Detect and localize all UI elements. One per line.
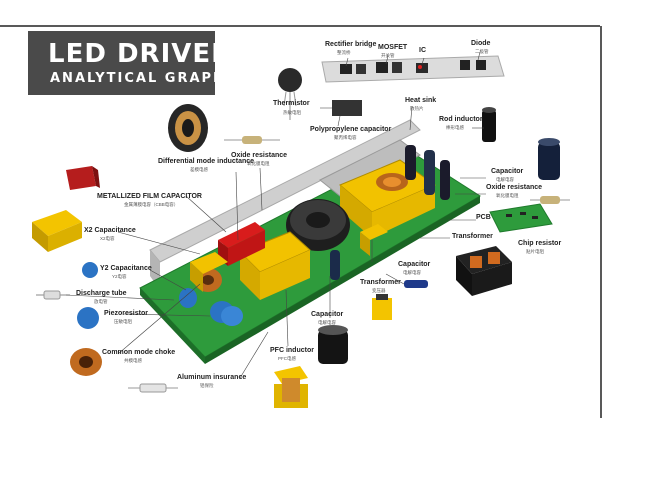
label-chip-resistor: Chip resistor: [518, 240, 562, 247]
oxide-resistor-top-component: [224, 136, 280, 144]
label-piezoresistor: Piezoresistor: [104, 310, 148, 317]
sub-capacitor-mid: 电解电容: [403, 270, 421, 275]
label-ic: IC: [419, 47, 426, 54]
label-transformer-right: Transformer: [452, 233, 493, 240]
heat-sink-strip: [149, 119, 421, 263]
label-rectifier-bridge: Rectifier bridge: [325, 41, 377, 48]
label-heat-sink: Heat sink: [405, 97, 437, 104]
thermistor-component: [278, 68, 302, 107]
label-pfc-inductor: PFC inductor: [270, 347, 314, 354]
sub-rod-inductor: 棒形电感: [446, 125, 464, 130]
pfc-inductor-on-board: [239, 231, 311, 300]
pfc-toroid: [286, 199, 350, 251]
sub-chip-resistor: 贴片电阻: [526, 249, 544, 254]
capacitor-right-component: [538, 138, 560, 180]
label-polypropylene-capacitor: Polypropylene capacitor: [310, 126, 392, 133]
sub-common-mode-choke: 共模电感: [124, 358, 142, 363]
label-capacitor-mid: Capacitor: [398, 261, 431, 268]
piezoresistor-component: [77, 307, 99, 329]
label-mosfet: MOSFET: [378, 44, 408, 51]
page-subtitle: ANALYTICAL GRAPH: [50, 71, 226, 86]
label-common-mode-choke: Common mode choke: [102, 349, 176, 356]
label-differential-mode-inductance: Differential mode inductance: [158, 158, 255, 165]
sub-mosfet: 开关管: [381, 53, 395, 58]
pcb-board-edge-right: [205, 196, 480, 364]
blue-caps-board: [179, 288, 243, 326]
sub-diode: 二极管: [475, 49, 489, 54]
sub-capacitor-right: 电解电容: [496, 177, 514, 182]
heat-sink-plate: [319, 139, 421, 197]
sub-piezoresistor: 压敏电阻: [114, 319, 132, 324]
x2-cap-on-board: [218, 222, 265, 266]
label-capacitor-right: Capacitor: [491, 168, 524, 175]
label-pcb: PCB: [476, 214, 491, 221]
label-metallized-film-capacitor: METALLIZED FILM CAPACITOR: [97, 193, 202, 200]
label-discharge-tube: Discharge tube: [76, 290, 127, 297]
differential-inductor-component: [168, 104, 208, 152]
capacitor-mid-component: [404, 280, 428, 288]
sub-rectifier-bridge: 整流桥: [337, 50, 351, 55]
leader-lines: [65, 51, 486, 379]
pcb-board-edge-left: [140, 288, 205, 364]
label-aluminum-insurance: Aluminum insurance: [177, 374, 247, 381]
common-mode-choke-component: [70, 348, 102, 376]
transformer-right-component: [456, 246, 512, 296]
sub-oxide-resistance-right: 氧化膜电阻: [496, 193, 519, 198]
label-oxide-resistance-top: Oxide resistance: [231, 152, 288, 159]
sub-polypropylene-capacitor: 聚丙烯电容: [334, 135, 357, 140]
sub-capacitor-bottom: 电解电容: [318, 320, 336, 325]
sub-transformer-mid: 变压器: [372, 288, 386, 293]
label-y2-capacitance: Y2 Capacitance: [100, 265, 152, 272]
polypropylene-capacitor-component: [320, 100, 362, 116]
sub-metallized-film-capacitor: 金属薄膜电容（CBB电容）: [124, 202, 179, 207]
sub-heat-sink: 散热片: [410, 106, 424, 111]
x2-capacitor-component: [32, 210, 82, 252]
sub-oxide-resistance-top: 氧化膜电阻: [247, 161, 270, 166]
title-box: [28, 31, 215, 95]
sub-thermistor: 热敏电阻: [283, 110, 301, 115]
pfc-inductor-component: [274, 366, 308, 408]
chip-resistor-component: [489, 203, 553, 233]
label-transformer-mid: Transformer: [360, 279, 401, 286]
small-transformer-board: [360, 224, 388, 256]
label-diode: Diode: [471, 40, 491, 47]
label-oxide-resistance-right: Oxide resistance: [486, 184, 543, 191]
oxide-resistor-right-component: [530, 196, 570, 204]
rod-inductor-component: [482, 107, 496, 142]
label-capacitor-bottom: Capacitor: [311, 311, 344, 318]
label-rod-inductor: Rod inductor: [439, 116, 483, 123]
label-thermistor: Thermistor: [273, 100, 310, 107]
sub-differential-mode-inductance: 差模电感: [190, 167, 208, 172]
page-title: LED DRIVER: [48, 39, 233, 69]
sub-x2-capacitance: X2电容: [100, 236, 115, 241]
y2-capacitor-component: [82, 262, 98, 278]
sub-discharge-tube: 放电管: [94, 299, 108, 304]
capacitor-bottom-component: [318, 325, 348, 364]
electrolytic-caps-board: [330, 145, 450, 280]
metallized-film-capacitor-component: [66, 166, 100, 190]
semiconductor-strip: [321, 55, 505, 83]
label-x2-capacitance: X2 Capacitance: [84, 227, 136, 234]
fuse-component: [128, 383, 178, 393]
discharge-tube-component: [36, 290, 70, 300]
sub-aluminum-insurance: 铝保险: [200, 383, 214, 388]
sub-pfc-inductor: PFC电感: [278, 356, 296, 361]
sub-y2-capacitance: Y2电容: [112, 274, 127, 279]
transformer-mid-component: [372, 294, 392, 320]
